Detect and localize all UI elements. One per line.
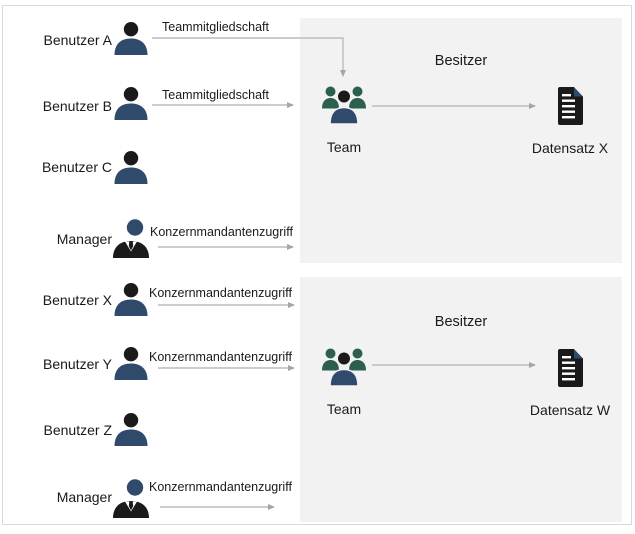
team-group-box-2	[300, 277, 622, 522]
team-group-box-1	[300, 18, 622, 263]
user-label-manager-1: Manager	[56, 231, 112, 247]
user-label-manager-2: Manager	[56, 489, 112, 505]
person-icon	[112, 22, 150, 55]
arrow-label-konzernmandantenzugriff-2: Konzernmandantenzugriff	[149, 286, 292, 300]
manager-icon	[111, 218, 152, 258]
team-icon	[321, 346, 367, 386]
arrow-label-teammitgliedschaft-1: Teammitgliedschaft	[162, 20, 269, 34]
arrow-label-konzernmandantenzugriff-3: Konzernmandantenzugriff	[149, 350, 292, 364]
record-document-icon	[558, 349, 583, 387]
team-label-2: Team	[326, 401, 362, 417]
record-document-icon	[558, 87, 583, 125]
user-label-benutzer-x: Benutzer X	[42, 292, 112, 308]
arrow-label-teammitgliedschaft-2: Teammitgliedschaft	[162, 88, 269, 102]
person-icon	[112, 87, 150, 120]
arrow-benutzer-a-to-team	[152, 37, 346, 77]
person-icon	[112, 413, 150, 446]
person-icon	[112, 347, 150, 380]
arrow-label-konzernmandantenzugriff-4: Konzernmandantenzugriff	[149, 480, 292, 494]
team-icon	[321, 84, 367, 124]
owner-label-2: Besitzer	[434, 314, 488, 330]
user-label-benutzer-z: Benutzer Z	[43, 422, 112, 438]
user-label-benutzer-c: Benutzer C	[41, 159, 112, 175]
person-icon	[112, 151, 150, 184]
user-label-benutzer-y: Benutzer Y	[42, 356, 112, 372]
record-label-datensatz-w: Datensatz W	[529, 402, 611, 418]
person-icon	[112, 283, 150, 316]
record-label-datensatz-x: Datensatz X	[531, 140, 609, 156]
user-label-benutzer-a: Benutzer A	[43, 32, 113, 48]
team-label-1: Team	[326, 139, 362, 155]
outer-border	[2, 5, 632, 525]
owner-label-1: Besitzer	[434, 53, 488, 69]
user-label-benutzer-b: Benutzer B	[42, 98, 112, 114]
manager-icon	[111, 478, 152, 518]
arrow-label-konzernmandantenzugriff-1: Konzernmandantenzugriff	[150, 225, 293, 239]
